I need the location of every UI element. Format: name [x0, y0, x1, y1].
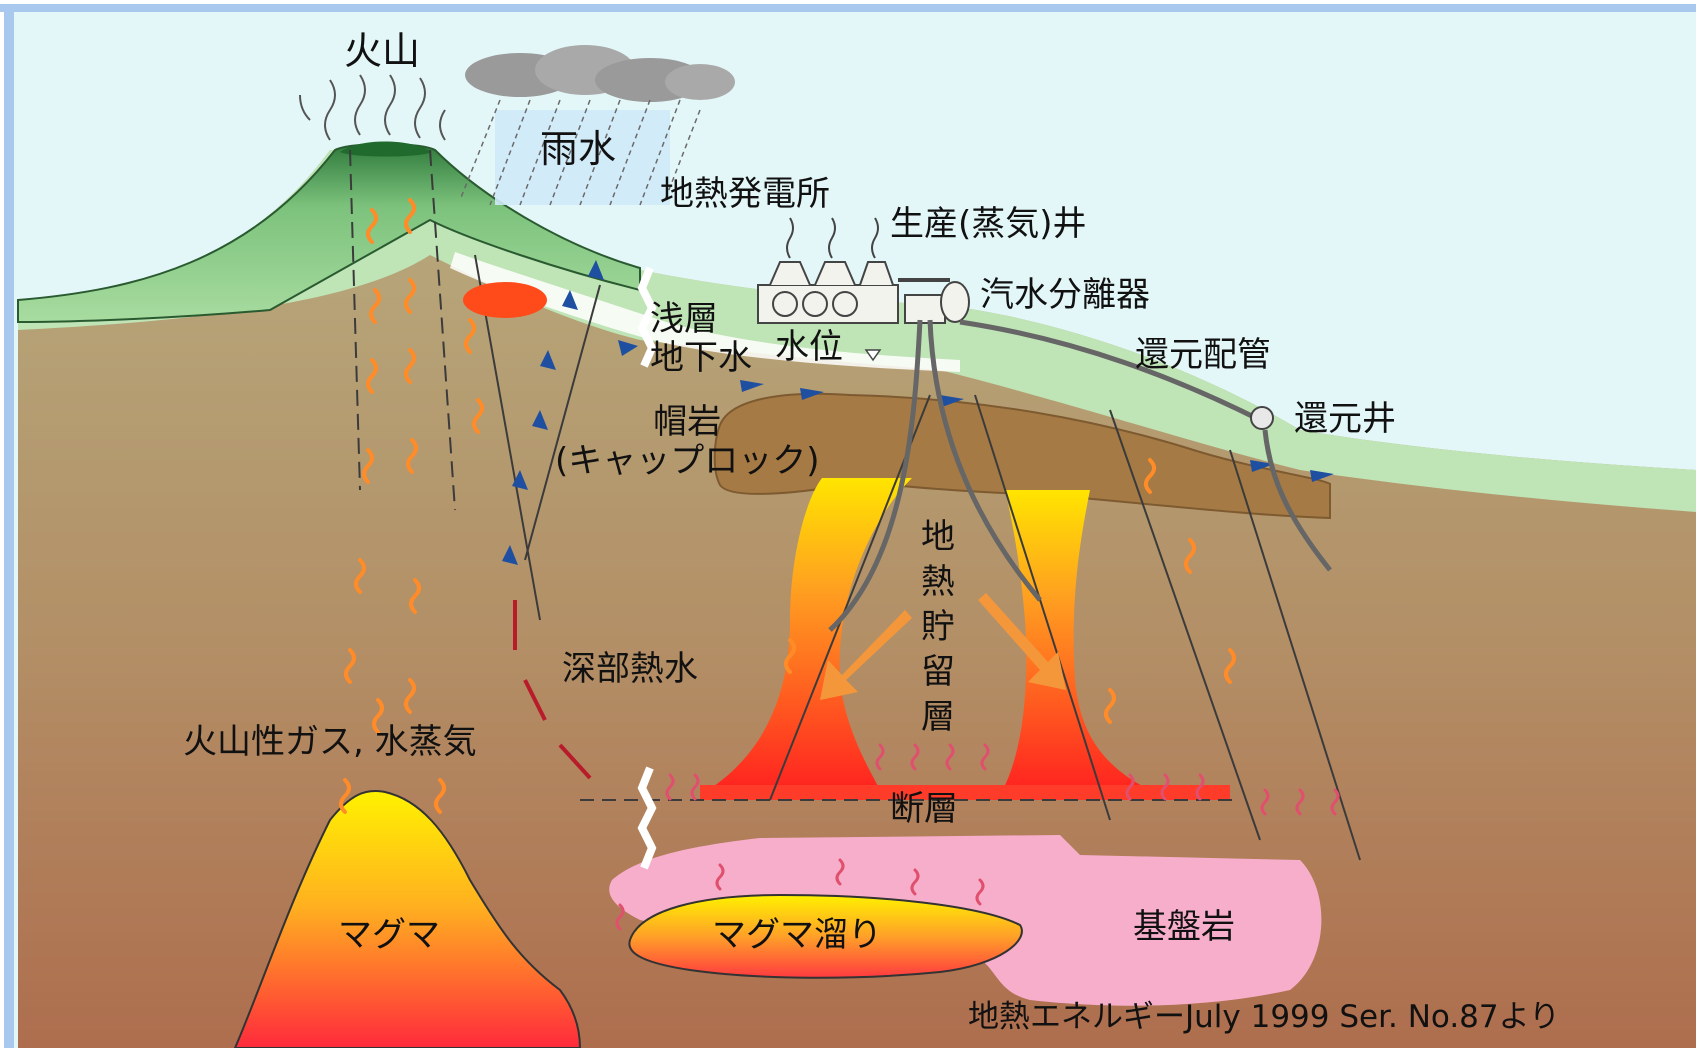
label-reinjection-pipe: 還元配管 — [1135, 335, 1271, 375]
volcano-crater — [340, 141, 432, 157]
hot-spring-lens — [463, 282, 547, 318]
label-volcanic-gas: 火山性ガス, 水蒸気 — [183, 722, 477, 762]
volcano-cone — [17, 143, 641, 324]
break-mark-lower — [637, 766, 657, 870]
water-level-marker — [864, 349, 882, 362]
label-rain: 雨水 — [540, 127, 617, 171]
label-reservoir: 地熱貯留層 — [921, 517, 955, 737]
label-magma: マグマ — [338, 915, 440, 955]
deep-hot-water-arrows — [513, 600, 592, 780]
reservoir-base — [700, 785, 1230, 800]
label-fault: 断層 — [890, 789, 958, 829]
rain-cloud — [465, 45, 735, 102]
rising-gas-squiggles — [339, 198, 1236, 814]
label-power-plant: 地熱発電所 — [660, 174, 830, 214]
label-separator: 汽水分離器 — [980, 275, 1150, 315]
surface-soil-layer — [18, 150, 1696, 512]
pink-steam-squiggles — [615, 743, 1340, 931]
reservoir-left — [700, 478, 912, 795]
label-deep-hot-water: 深部熱水 — [562, 649, 698, 689]
frame-top-border — [0, 4, 1696, 12]
label-production-well: 生産(蒸気)井 — [890, 204, 1087, 244]
power-plant — [757, 217, 970, 324]
label-magma-chamber: マグマ溜り — [712, 915, 882, 955]
label-volcano: 火山 — [344, 29, 421, 73]
label-basement-rock: 基盤岩 — [1133, 907, 1235, 947]
label-water-level: 水位 — [775, 327, 843, 367]
magma-body — [233, 790, 582, 1048]
well-pipes — [828, 319, 1332, 632]
volcano-steam — [299, 74, 446, 141]
rain-streaks — [459, 99, 701, 206]
magma-chamber — [628, 893, 1023, 979]
label-reinjection-well: 還元井 — [1294, 399, 1396, 439]
frame-left-border — [4, 4, 14, 1048]
reservoir-flow-arrows — [820, 593, 1066, 700]
groundwater-flow-arrows — [502, 260, 1334, 565]
reinjection-wellhead — [1250, 406, 1274, 430]
label-cap-rock: 帽岩 (キャップロック) — [555, 402, 820, 482]
break-mark-upper — [637, 266, 657, 368]
label-shallow-groundwater: 浅層 地下水 — [650, 299, 752, 379]
shallow-groundwater-band — [450, 252, 960, 372]
reservoir-right — [1000, 490, 1150, 795]
cap-rock — [713, 392, 1331, 520]
source-credit: 地熱エネルギーJuly 1999 Ser. No.87より — [968, 999, 1560, 1035]
